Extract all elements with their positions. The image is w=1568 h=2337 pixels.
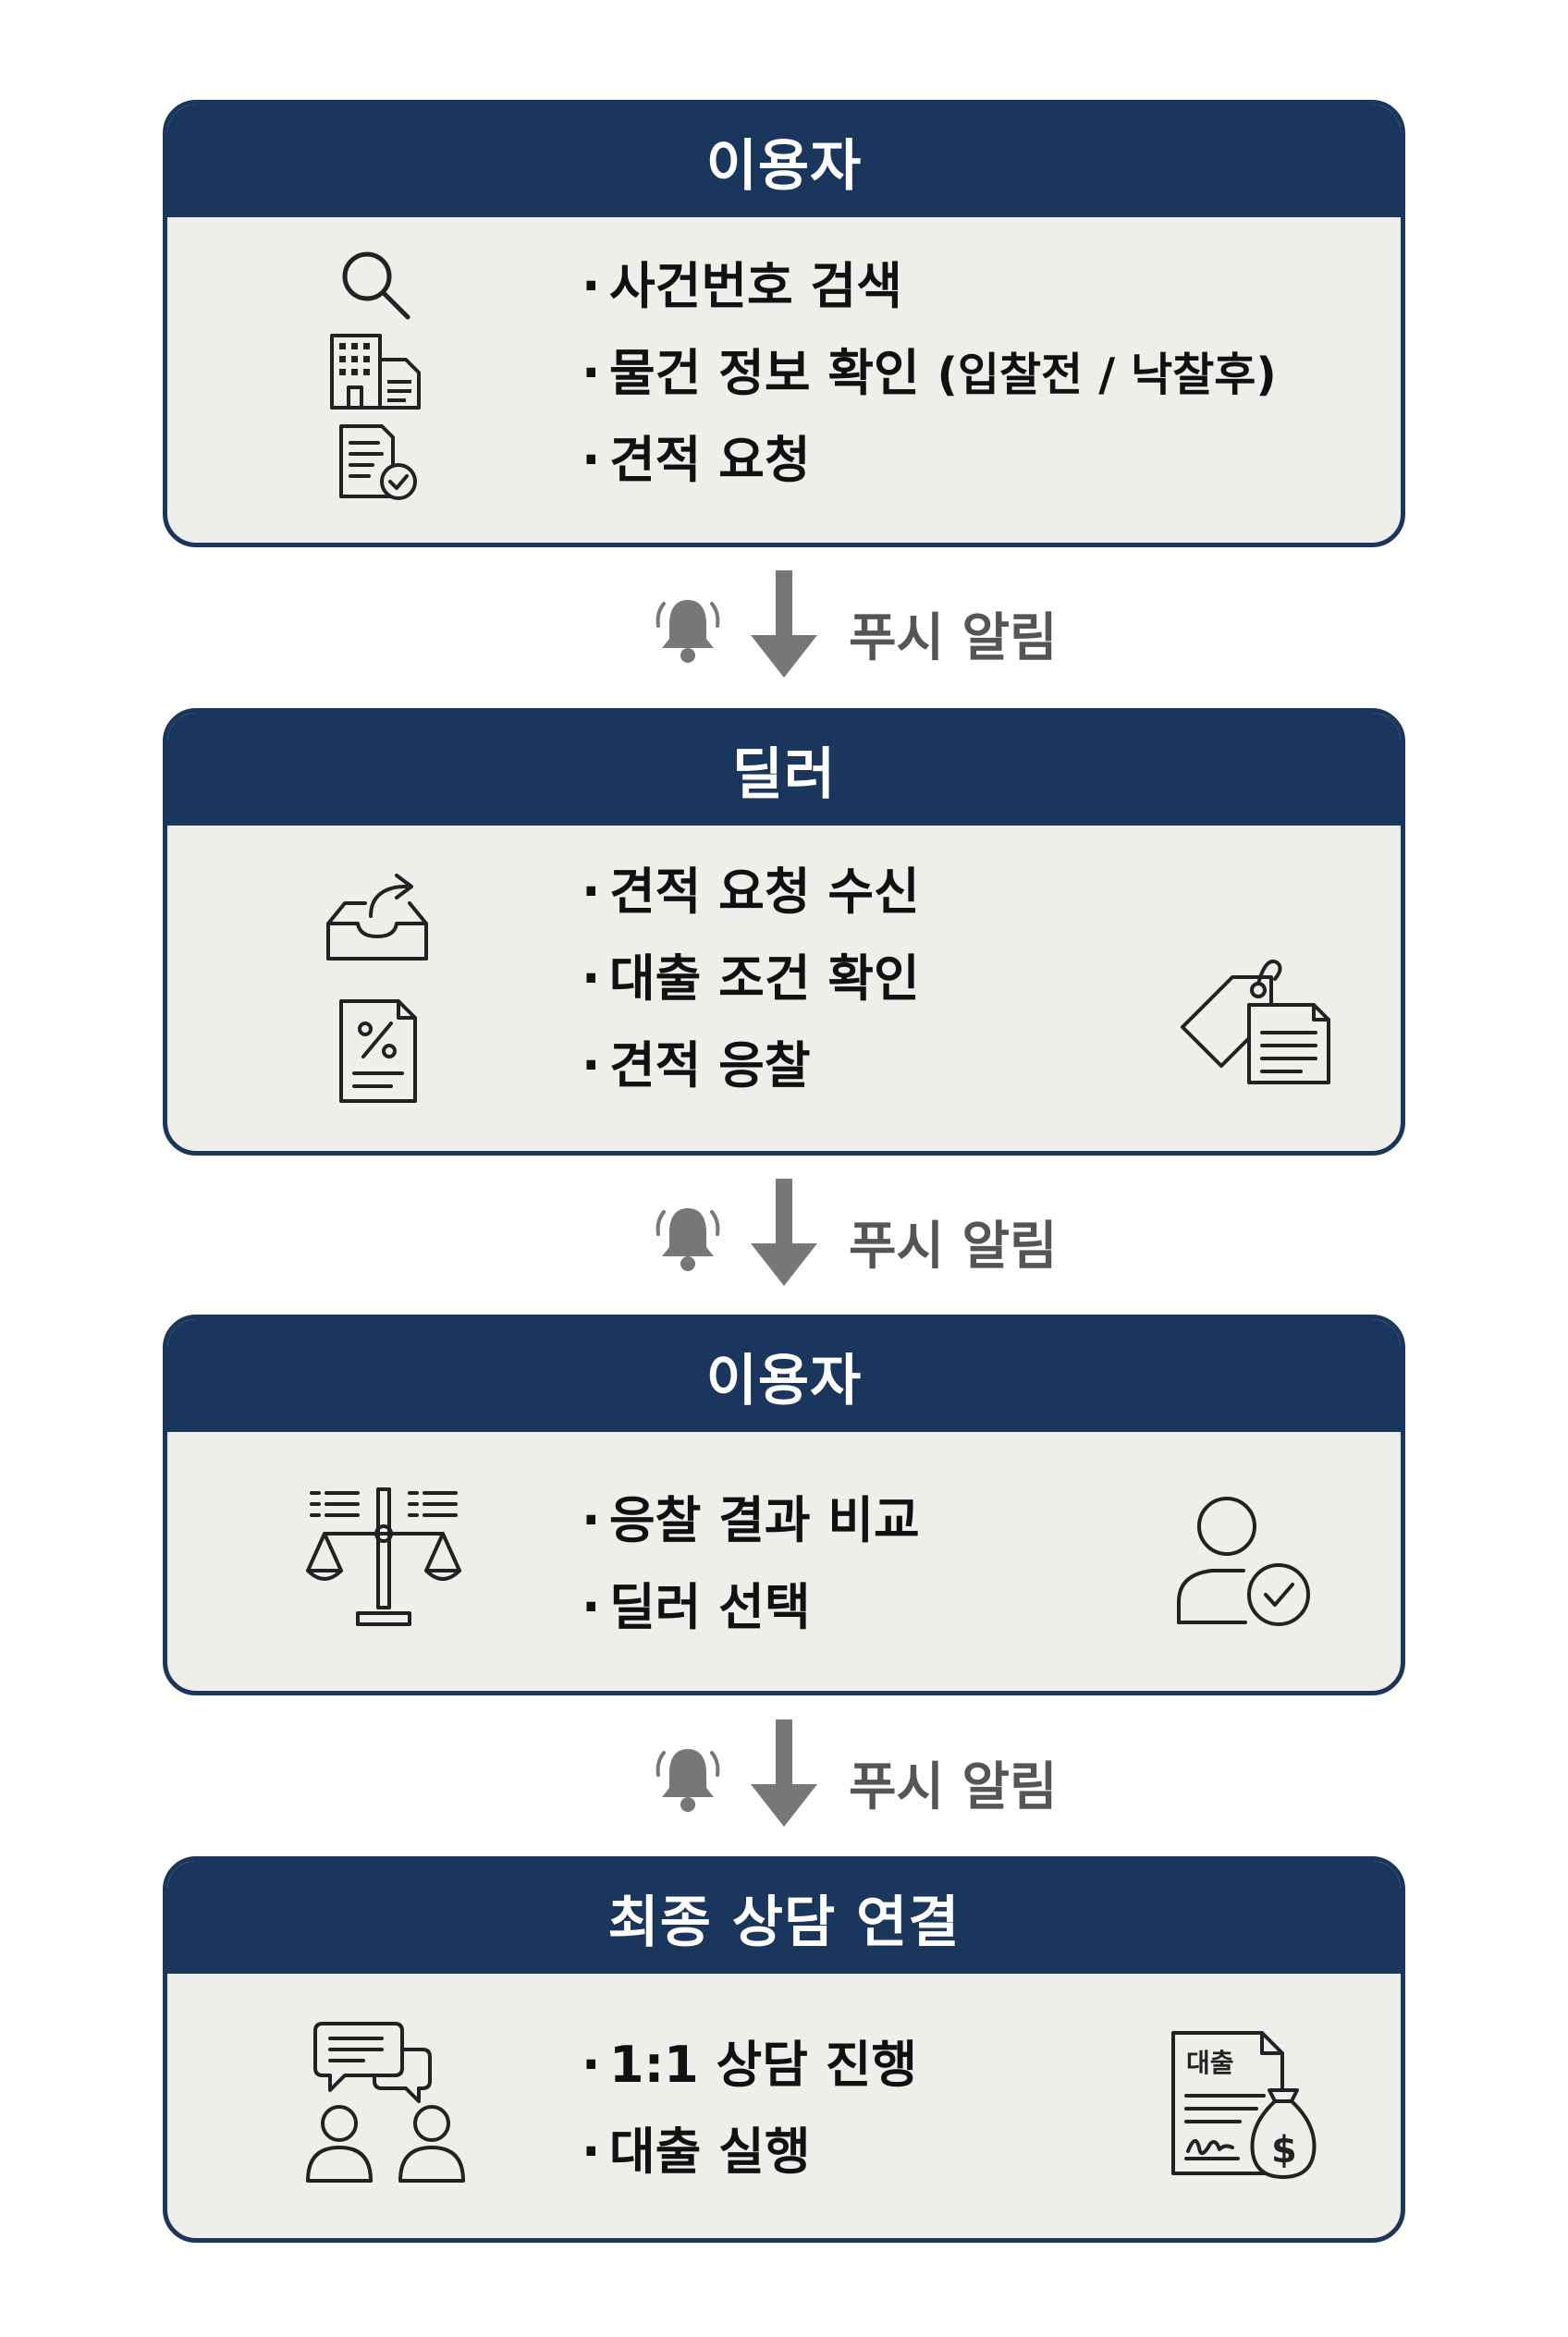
list-item: ·대출 실행 xyxy=(582,2123,811,2181)
stage-title: 최종 상담 연결 xyxy=(607,1890,961,1955)
stage-item-list: ·응찰 결과 비교 ·딜러 선택 xyxy=(582,1477,920,1651)
loan-contract-label: 대출 xyxy=(1186,2048,1234,2078)
percent-document-icon xyxy=(336,997,424,1105)
bell-icon xyxy=(651,593,725,670)
item-text: 응찰 결과 비교 xyxy=(609,1491,920,1549)
item-text: 딜러 선택 xyxy=(609,1578,811,1636)
list-item: ·사건번호 검색 xyxy=(582,257,902,315)
stage-item-list: ·사건번호 검색 ·물건 정보 확인 (입찰전 / 낙찰후) ·견적 요청 xyxy=(582,243,1277,504)
stage-header: 이용자 xyxy=(167,104,1401,217)
stage-title: 이용자 xyxy=(705,133,863,199)
list-item: ·견적 요청 수신 xyxy=(582,863,920,921)
stage-header: 이용자 xyxy=(167,1319,1401,1432)
stage-card-dealer: 딜러 xyxy=(163,708,1405,1156)
bell-icon xyxy=(651,1201,725,1279)
list-item: ·대출 조건 확인 xyxy=(582,949,920,1008)
loan-contract-icon: 대출 $ xyxy=(1168,2029,1325,2186)
push-notification-connector: 푸시 알림 xyxy=(0,1719,1568,1840)
stage-title: 딜러 xyxy=(731,741,837,807)
down-arrow-icon xyxy=(747,570,821,685)
search-icon xyxy=(334,243,417,326)
stage-title: 이용자 xyxy=(705,1348,863,1413)
push-notification-connector: 푸시 알림 xyxy=(0,570,1568,691)
price-tag-document-icon xyxy=(1175,953,1341,1092)
list-item: ·1:1 상담 진행 xyxy=(582,2036,918,2094)
connector-label: 푸시 알림 xyxy=(849,1217,1058,1277)
stage-header: 딜러 xyxy=(167,713,1401,826)
connector-label: 푸시 알림 xyxy=(849,608,1058,668)
item-text: 물건 정보 확인 xyxy=(609,344,920,402)
item-suffix: (입찰전 / 낙찰후) xyxy=(937,349,1277,401)
item-text: 견적 응찰 xyxy=(609,1036,811,1095)
stage-header: 최종 상담 연결 xyxy=(167,1861,1401,1974)
stage-card-user-select: 이용자 xyxy=(163,1315,1405,1695)
list-item: ·견적 응찰 xyxy=(582,1036,811,1095)
building-document-icon xyxy=(328,330,424,411)
consultation-chat-icon xyxy=(293,2018,469,2184)
stage-body: ·견적 요청 수신 ·대출 조건 확인 ·견적 응찰 xyxy=(167,826,1401,1151)
down-arrow-icon xyxy=(747,1719,821,1834)
item-text: 대출 조건 확인 xyxy=(609,949,920,1008)
user-check-icon xyxy=(1171,1493,1319,1632)
item-text: 견적 요청 xyxy=(609,431,811,489)
stage-body: ·사건번호 검색 ·물건 정보 확인 (입찰전 / 낙찰후) ·견적 요청 xyxy=(167,217,1401,543)
item-text: 견적 요청 수신 xyxy=(609,863,920,921)
connector-label: 푸시 알림 xyxy=(849,1757,1058,1817)
item-text: 1:1 상담 진행 xyxy=(609,2036,918,2094)
list-item: ·물건 정보 확인 (입찰전 / 낙찰후) xyxy=(582,344,1277,402)
document-check-icon xyxy=(336,422,421,502)
item-text: 대출 실행 xyxy=(609,2123,811,2181)
stage-item-list: ·견적 요청 수신 ·대출 조건 확인 ·견적 응찰 xyxy=(582,849,920,1109)
item-text: 사건번호 검색 xyxy=(609,257,902,315)
stage-item-list: ·1:1 상담 진행 ·대출 실행 xyxy=(582,2022,917,2196)
bell-icon xyxy=(651,1742,725,1819)
list-item: ·견적 요청 xyxy=(582,431,811,489)
svg-text:$: $ xyxy=(1271,2129,1297,2172)
down-arrow-icon xyxy=(747,1179,821,1293)
stage-body: 대출 $ ·1:1 상담 진행 ·대출 실행 xyxy=(167,1974,1401,2238)
push-notification-connector: 푸시 알림 xyxy=(0,1179,1568,1299)
stage-card-user-request: 이용자 xyxy=(163,100,1405,547)
list-item: ·딜러 선택 xyxy=(582,1578,811,1636)
balance-scale-icon xyxy=(302,1486,469,1633)
stage-body: ·응찰 결과 비교 ·딜러 선택 xyxy=(167,1432,1401,1691)
list-item: ·응찰 결과 비교 xyxy=(582,1491,920,1549)
inbox-share-icon xyxy=(323,863,434,964)
stage-card-final-consultation: 최종 상담 연결 대출 $ xyxy=(163,1856,1405,2243)
